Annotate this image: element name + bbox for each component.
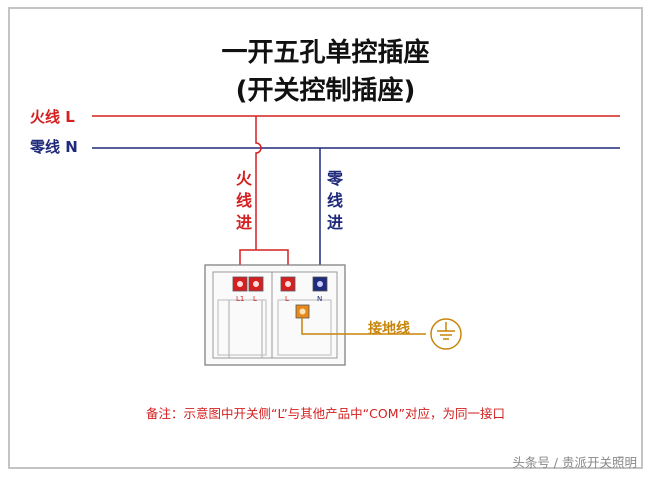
terminal-screw [285, 281, 291, 287]
page-subtitle: (开关控制插座) [235, 76, 416, 106]
terminal-screw [237, 281, 243, 287]
terminal-label-l: L [253, 295, 257, 303]
live-drop-wire [255, 116, 262, 245]
terminal-screw [299, 308, 306, 315]
watermark: 头条号 / 贵派开关照明 [512, 455, 637, 470]
ground-icon [430, 318, 462, 350]
terminal-label-socket-l: L [285, 295, 289, 303]
socket-inner-frame [212, 271, 338, 359]
terminal-screw [253, 281, 259, 287]
neutral-in-label: 零线进 [326, 169, 343, 232]
terminal-label-l1: L1 [236, 295, 244, 303]
live-in-label: 火线进 [235, 169, 252, 232]
live-split-wire [239, 249, 289, 270]
switch-module [217, 299, 267, 356]
footnote: 备注：示意图中开关侧“L”与其他产品中“COM”对应，为同一接口 [146, 406, 505, 421]
page-title: 一开五孔单控插座 [221, 38, 430, 68]
diagram-frame [8, 7, 643, 469]
terminal-label-socket-n: N [317, 295, 322, 303]
terminal-screw [317, 281, 323, 287]
live-wire-label: 火线 L [30, 108, 75, 126]
ground-wire-label: 接地线 [368, 321, 410, 337]
ground-wire [301, 318, 426, 335]
socket-module [277, 299, 332, 356]
neutral-wire-label: 零线 N [30, 138, 78, 156]
